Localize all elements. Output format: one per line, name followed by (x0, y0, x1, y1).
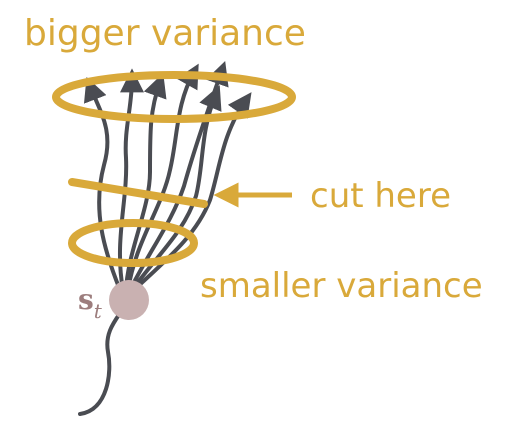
state-subscript: t (94, 299, 103, 323)
cut-here-label: cut here (310, 176, 451, 216)
incoming-trajectory (78, 302, 128, 416)
smaller-variance-label: smaller variance (200, 266, 483, 306)
trajectory-2 (117, 68, 144, 292)
trajectory-4 (126, 63, 199, 292)
state-symbol: s (78, 283, 94, 316)
smaller-variance-ellipse (68, 219, 198, 267)
bigger-variance-label: bigger variance (24, 13, 306, 54)
cut-line (68, 178, 208, 208)
trajectory-3 (124, 72, 167, 292)
state-node (109, 280, 149, 320)
state-label: st (78, 283, 103, 323)
bigger-variance-ellipse (52, 71, 296, 123)
